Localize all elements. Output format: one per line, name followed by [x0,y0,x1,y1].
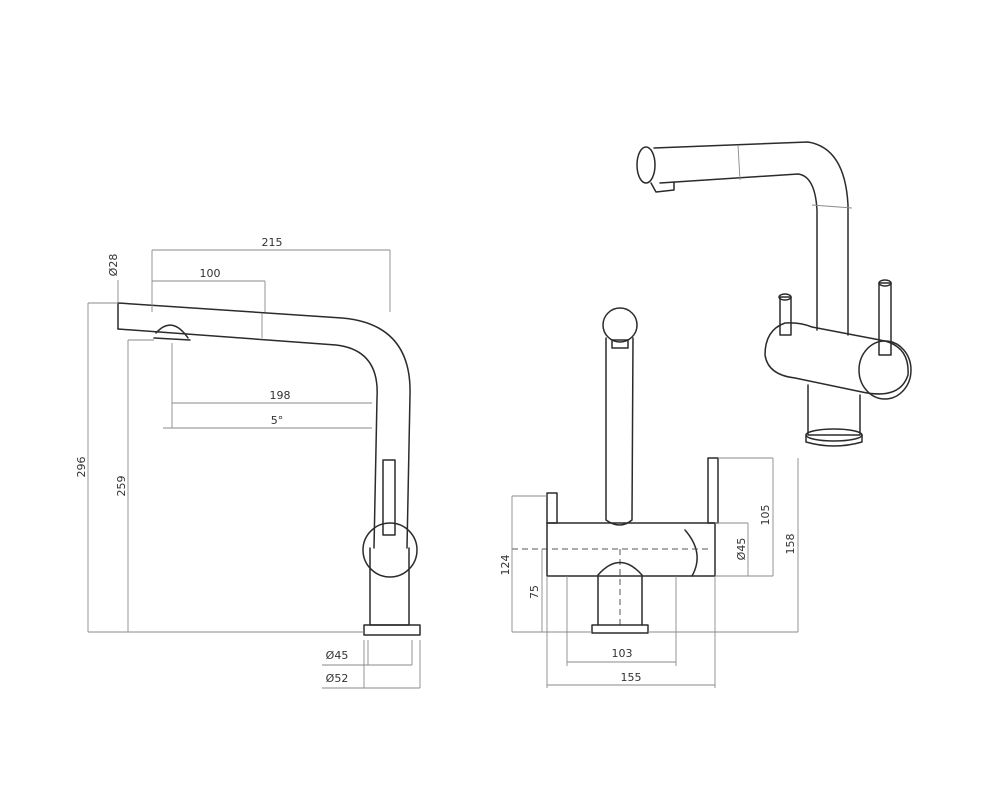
front-view-dimension-labels: 124 75 Ø45 105 158 103 155 [499,505,797,685]
front-view-dimension-lines [511,457,799,688]
side-view-dimension-labels: Ø28 215 100 198 5° 296 259 Ø45 Ø52 [75,236,348,685]
dim-rosette-diameter: Ø52 [326,672,349,685]
dim-total-height: 296 [75,457,88,478]
dim-outlet-height: 259 [115,476,128,497]
dim-base-diameter: Ø45 [326,649,349,662]
dim-total-width-front: 155 [621,671,642,684]
dim-body-height: 124 [499,555,512,576]
side-view-faucet-outline [117,302,421,636]
dim-reach: 198 [270,389,291,402]
perspective-view [636,141,912,447]
dim-inner-height: 75 [528,585,541,599]
dim-inner-width: 103 [612,647,633,660]
side-view: Ø28 215 100 198 5° 296 259 Ø45 Ø52 [75,236,421,689]
front-view: 124 75 Ø45 105 158 103 155 [499,307,799,688]
dim-front-total-height: 158 [784,534,797,555]
dim-spout-diameter: Ø28 [107,254,120,277]
dim-total-width: 215 [262,236,283,249]
side-view-dimension-lines [87,249,421,689]
dim-pullout-length: 100 [200,267,221,280]
dim-tilt-angle: 5° [271,414,284,427]
front-view-faucet-outline [512,307,719,634]
dim-lever-height: 105 [759,505,772,526]
dim-body-diameter: Ø45 [735,538,748,561]
